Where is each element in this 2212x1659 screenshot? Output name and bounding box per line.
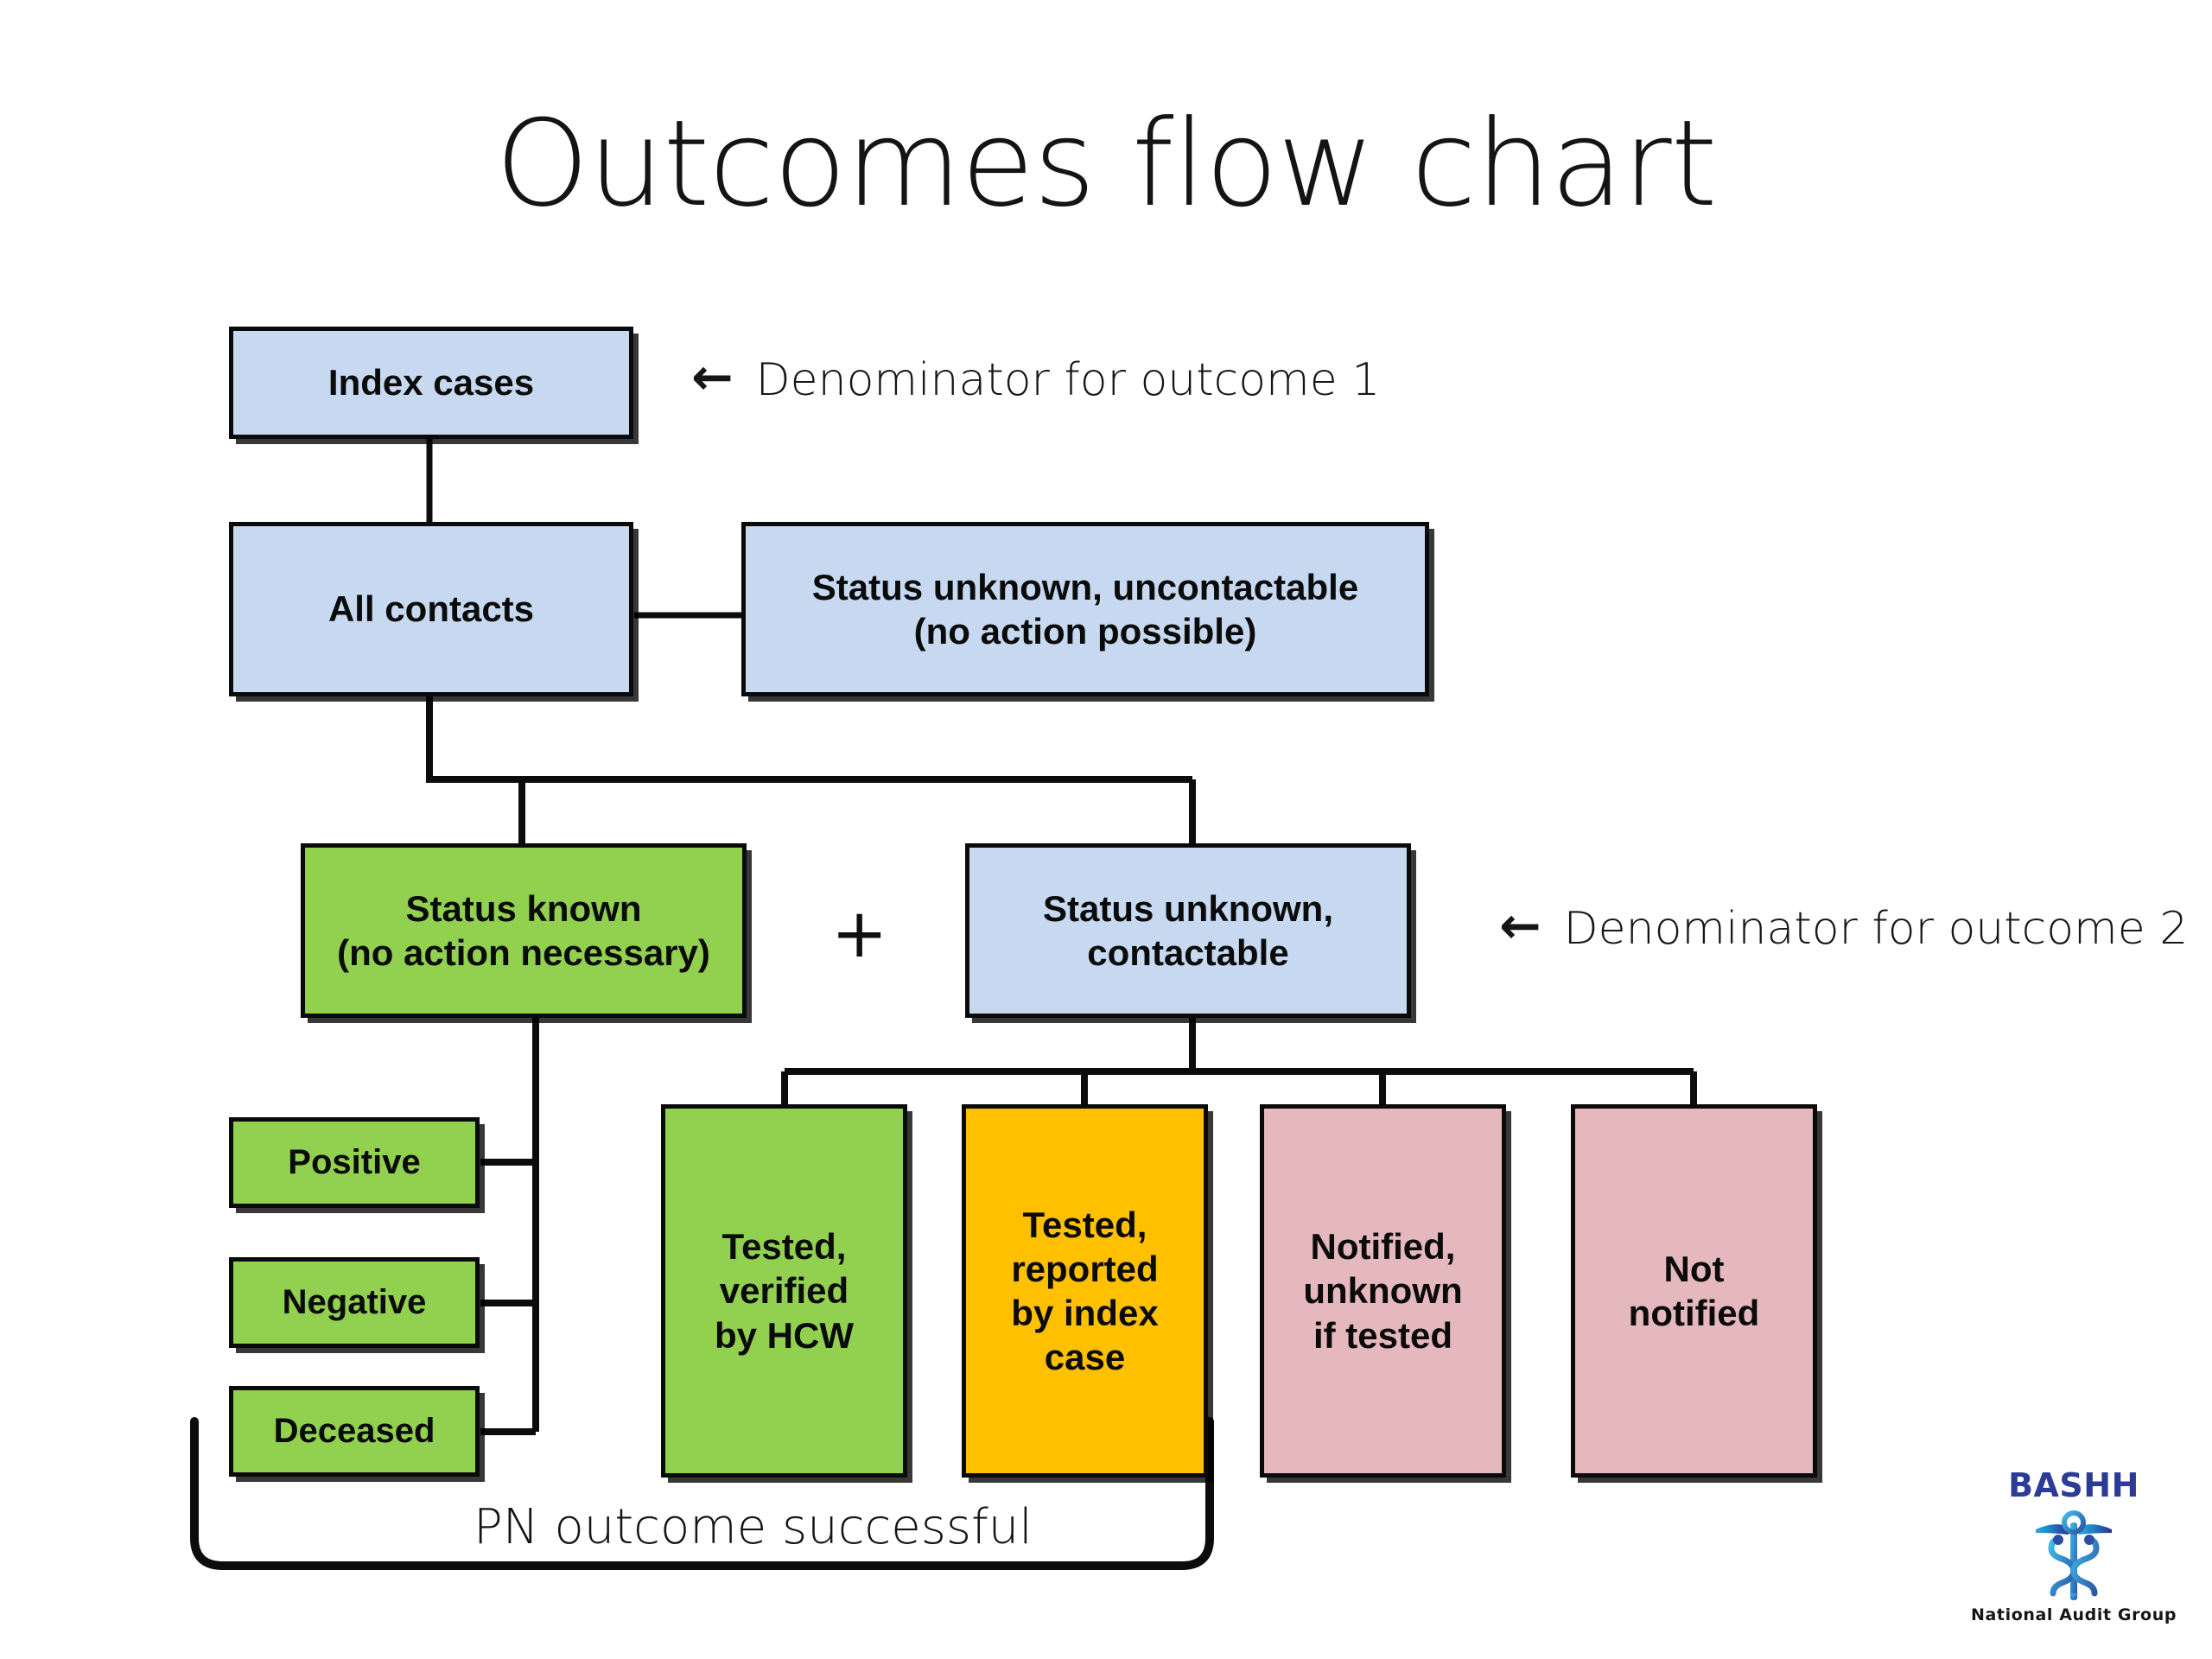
page-title: Outcomes flow chart [495,94,1717,233]
plus-operator: + [831,895,888,973]
denominator-2-annotation: ← Denominator for outcome 2 [1499,896,2189,955]
bracket-label: PN outcome successful [474,1499,1033,1555]
node-index-cases[interactable]: Index cases [229,327,633,439]
left-arrow-icon: ← [691,347,734,406]
denominator-1-label: Denominator for outcome 1 [755,354,1381,406]
node-not-notified[interactable]: Not notified [1571,1104,1817,1478]
caduceus-icon [2036,1510,2112,1600]
node-tested-reported-index-case[interactable]: Tested, reported by index case [962,1104,1208,1478]
node-status-unknown-uncontactable[interactable]: Status unknown, uncontactable (no action… [741,522,1429,696]
node-status-unknown-contactable[interactable]: Status unknown, contactable [965,843,1411,1018]
bashh-tagline: National Audit Group [1970,1605,2177,1624]
denominator-1-annotation: ← Denominator for outcome 1 [691,347,1381,406]
node-status-known[interactable]: Status known (no action necessary) [301,843,747,1018]
denominator-2-label: Denominator for outcome 2 [1563,903,2189,955]
node-positive[interactable]: Positive [229,1117,480,1208]
bashh-logo: BASHH [1971,1466,2176,1642]
bashh-wordmark: BASHH [2008,1466,2139,1504]
node-notified-unknown-if-tested[interactable]: Notified, unknown if tested [1260,1104,1506,1478]
node-tested-verified-hcw[interactable]: Tested, verified by HCW [661,1104,907,1478]
node-all-contacts[interactable]: All contacts [229,522,633,696]
node-deceased[interactable]: Deceased [229,1386,480,1477]
left-arrow-icon: ← [1499,896,1541,955]
node-negative[interactable]: Negative [229,1257,480,1348]
